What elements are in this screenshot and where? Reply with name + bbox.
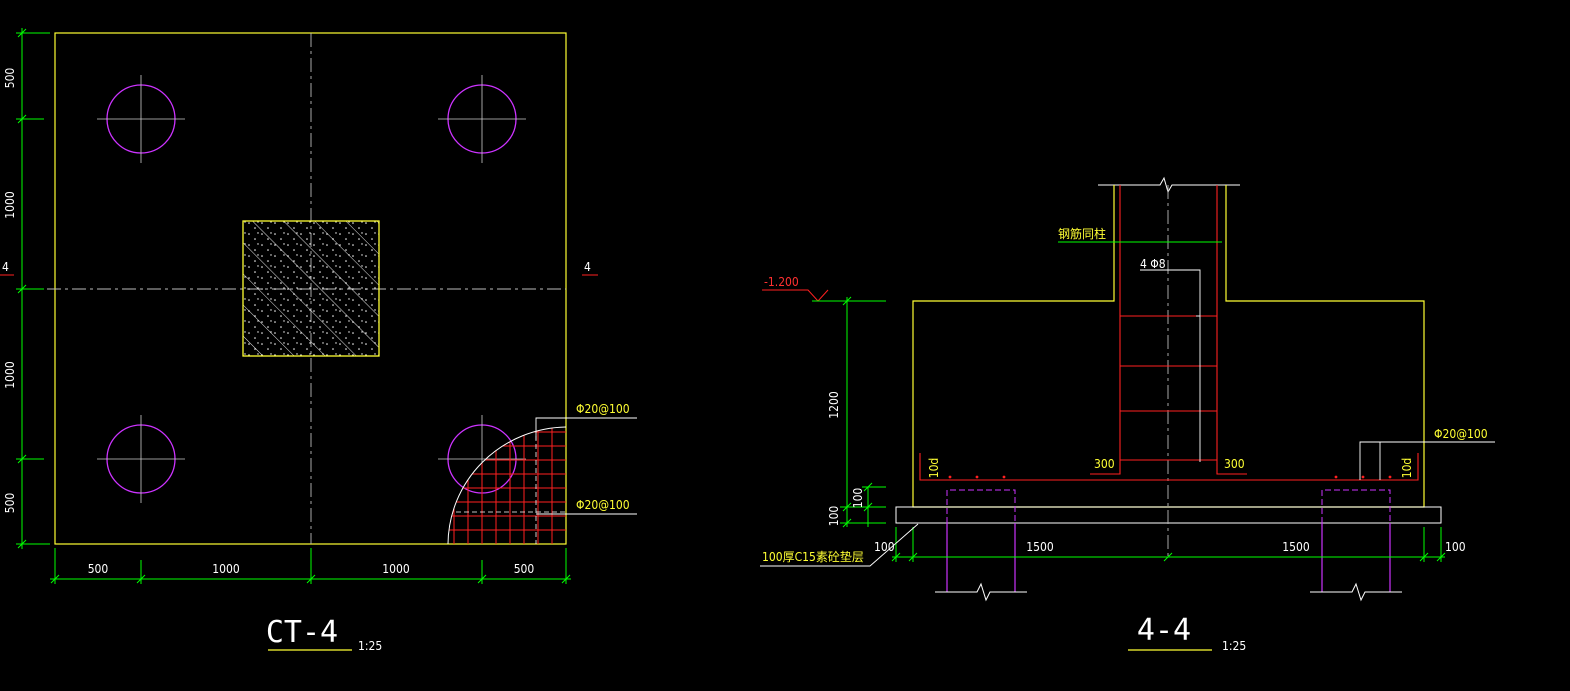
column-section-hatch bbox=[242, 220, 380, 357]
plan-dim-left-3: 1000 bbox=[3, 361, 17, 389]
plan-left-dimensions bbox=[16, 28, 50, 549]
plan-title: CT-4 bbox=[266, 615, 338, 650]
section-rebar-label: Φ20@100 bbox=[1434, 427, 1488, 441]
plan-rebar-top-label: Φ20@100 bbox=[576, 402, 630, 416]
pad-dim-2: 100 bbox=[827, 506, 841, 527]
svg-text:4: 4 bbox=[584, 260, 591, 274]
section-view: 4 Φ8 300 300 10d 10d Φ20@100 钢筋同柱 bbox=[760, 176, 1495, 653]
section-dim-4: 100 bbox=[1445, 540, 1466, 554]
elevation-marker: -1.200 bbox=[762, 275, 886, 302]
plan-dim-left-2: 1000 bbox=[3, 191, 17, 219]
hook-right-label: 300 bbox=[1224, 457, 1245, 471]
anchor-right-label: 10d bbox=[1400, 458, 1414, 479]
section-dim-1: 100 bbox=[874, 540, 895, 554]
rebar-leader-top: Φ20@100 bbox=[535, 402, 637, 440]
section-mark-right: 4 bbox=[582, 260, 598, 276]
plan-rebar-bottom-label: Φ20@100 bbox=[576, 498, 630, 512]
section-title: 4-4 bbox=[1137, 613, 1191, 648]
section-dim-2: 1500 bbox=[1026, 540, 1054, 554]
section-scale: 1:25 bbox=[1222, 639, 1246, 653]
pile-top-right bbox=[438, 75, 526, 163]
section-vertical-dimensions bbox=[840, 296, 886, 528]
plan-scale: 1:25 bbox=[358, 639, 382, 653]
pad-note-leader bbox=[760, 523, 919, 567]
anchor-left-label: 10d bbox=[927, 458, 941, 479]
cap-outline bbox=[912, 185, 1425, 508]
rebar-mesh-detail bbox=[447, 426, 567, 545]
plan-dim-left-1: 500 bbox=[3, 68, 17, 89]
plan-dim-bottom-1: 500 bbox=[88, 562, 109, 576]
pile-top-left bbox=[97, 75, 185, 163]
pile-cap-outline bbox=[54, 32, 567, 545]
plan-view: Φ20@100 Φ20@100 4 4 500 bbox=[0, 28, 637, 653]
rebar-leader-bottom: Φ20@100 bbox=[536, 498, 637, 515]
bottom-rebar bbox=[919, 453, 1419, 481]
rebar-leader-right bbox=[1359, 441, 1495, 480]
column-rebar bbox=[1090, 185, 1247, 475]
pad-note: 100厚C15素砼垫层 bbox=[762, 549, 864, 564]
column-break-line bbox=[1098, 176, 1240, 194]
section-mark-left: 4 bbox=[0, 260, 14, 276]
plan-dim-bottom-3: 1000 bbox=[382, 562, 410, 576]
svg-text:4: 4 bbox=[2, 260, 9, 274]
plan-dim-bottom-2: 1000 bbox=[212, 562, 240, 576]
depth-dim: 1200 bbox=[827, 391, 841, 419]
hook-left-label: 300 bbox=[1094, 457, 1115, 471]
elevation-label: -1.200 bbox=[764, 275, 799, 289]
plan-dim-left-4: 500 bbox=[3, 493, 17, 514]
pile-bottom-left bbox=[97, 415, 185, 503]
plain-concrete-pad bbox=[895, 506, 1442, 524]
stirrup-leader bbox=[1140, 269, 1201, 462]
stirrup-label: 4 Φ8 bbox=[1140, 257, 1166, 271]
plan-bottom-dimensions bbox=[50, 548, 571, 584]
column-note: 钢筋同柱 bbox=[1058, 226, 1106, 241]
section-dim-3: 1500 bbox=[1282, 540, 1310, 554]
section-bottom-dimensions bbox=[891, 527, 1446, 562]
pad-dim-1: 100 bbox=[851, 488, 865, 509]
plan-dim-bottom-4: 500 bbox=[514, 562, 535, 576]
bottom-rebar-dots bbox=[948, 475, 1392, 479]
